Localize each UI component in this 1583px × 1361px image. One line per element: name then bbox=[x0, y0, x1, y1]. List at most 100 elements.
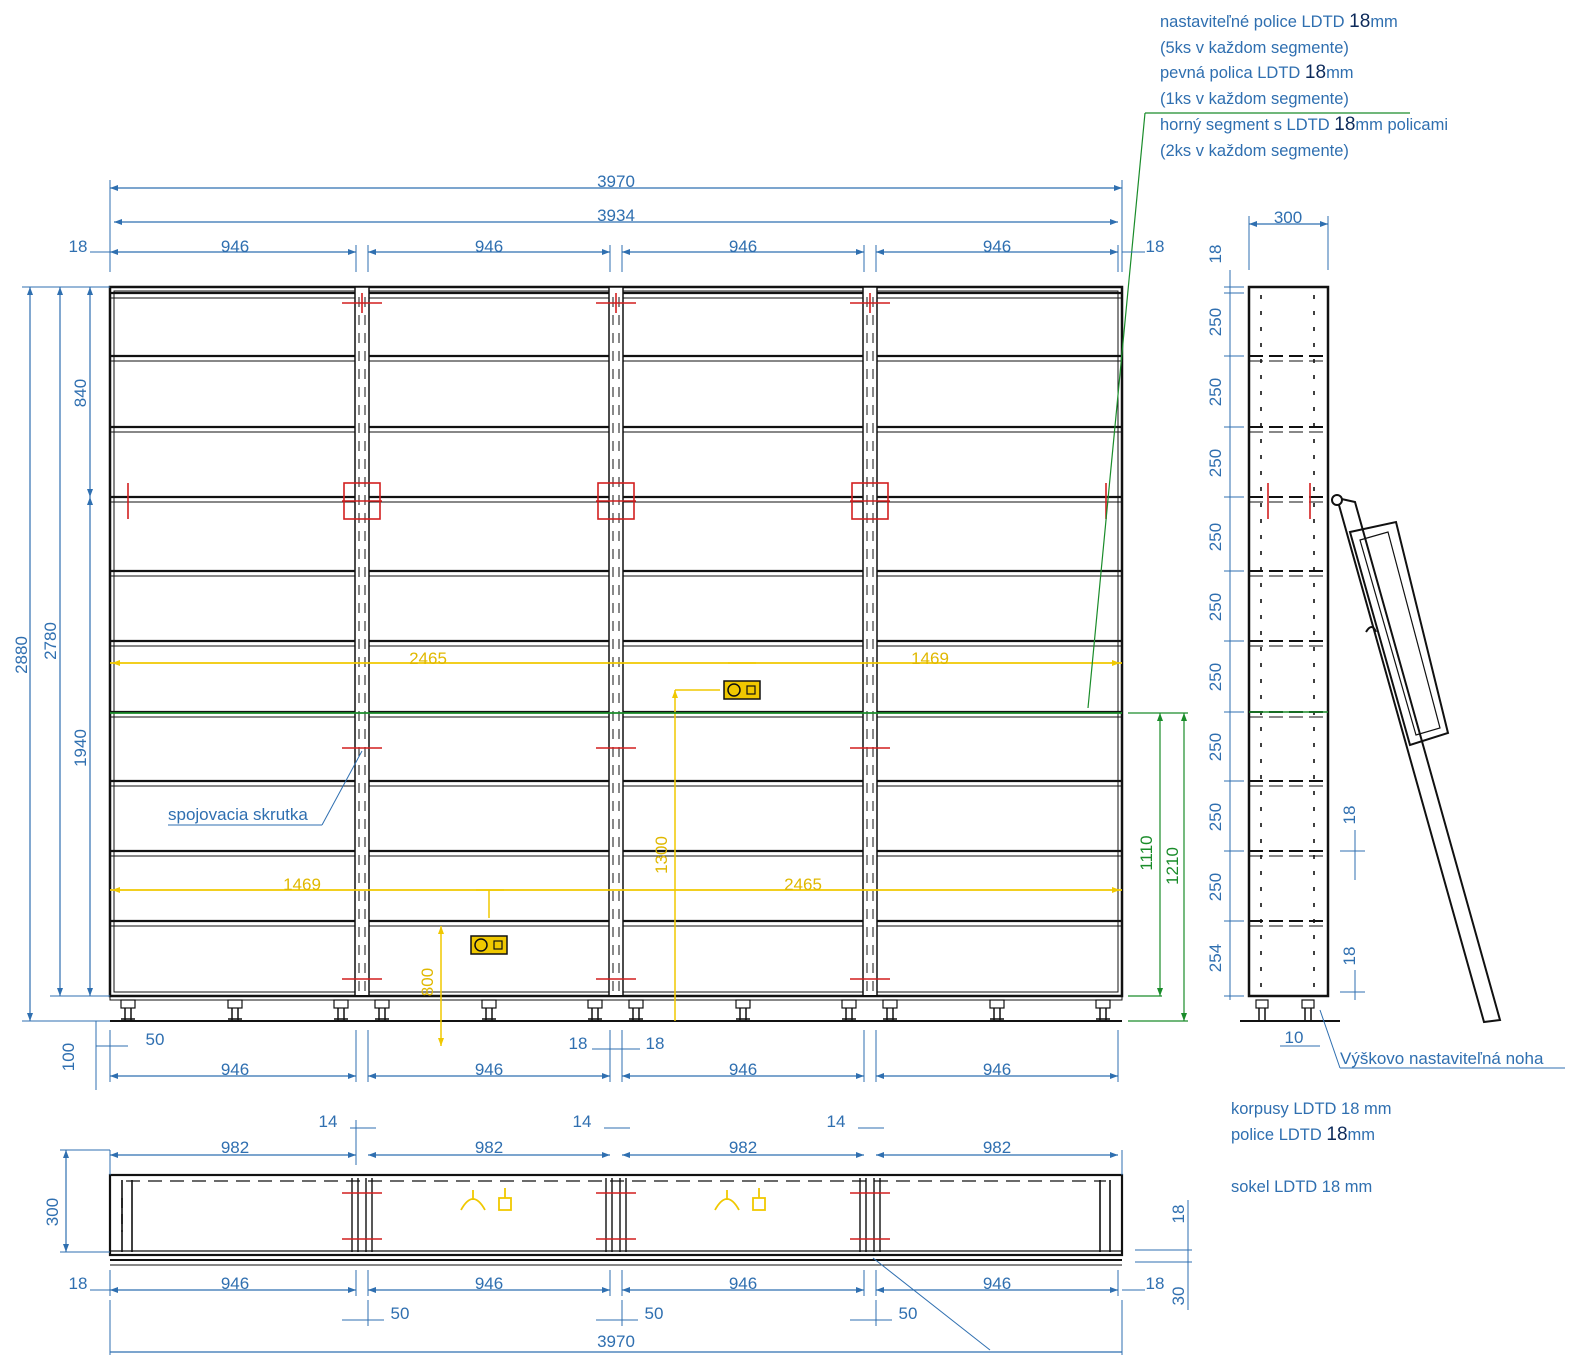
dim-side-right: 18 bbox=[1146, 237, 1165, 256]
leg-top-1 bbox=[227, 999, 243, 1009]
yellow-arrow bbox=[112, 887, 120, 893]
note-unit: mm bbox=[1370, 13, 1398, 31]
side-leg bbox=[1301, 999, 1315, 1009]
plan-offset-1: 50 bbox=[391, 1304, 410, 1323]
note-text: (5ks v každom segmente) bbox=[1160, 39, 1349, 57]
dim-height-total: 2880 bbox=[12, 636, 31, 674]
socket-upper-circle bbox=[727, 683, 741, 697]
green-leader bbox=[1087, 112, 1146, 709]
dim-arrow bbox=[602, 1073, 610, 1079]
side-pitch-5: 250 bbox=[1206, 593, 1225, 621]
dim-arrow bbox=[622, 1287, 630, 1293]
dim-arrow bbox=[1181, 713, 1187, 721]
note-num: 18 bbox=[1304, 62, 1327, 83]
leg-top-9 bbox=[882, 999, 898, 1009]
note-unit: mm bbox=[1347, 1126, 1376, 1144]
dim-arrow bbox=[110, 1152, 118, 1158]
leg-label: Výškovo nastaviteľná noha bbox=[1340, 1049, 1544, 1068]
note-unit: mm policami bbox=[1355, 116, 1448, 134]
plinth bbox=[109, 995, 1123, 1001]
side-pitch-4: 250 bbox=[1206, 523, 1225, 551]
drawing-geometry bbox=[22, 112, 1565, 1355]
note-top-segment: horný segment s LDTD 18mm policami bbox=[1160, 112, 1448, 138]
plan-leader bbox=[872, 1257, 991, 1351]
leg-leader bbox=[1319, 1009, 1341, 1069]
side-leg-offset: 10 bbox=[1285, 1028, 1304, 1047]
side-pitch-2: 250 bbox=[1206, 378, 1225, 406]
leg-top-5 bbox=[587, 999, 603, 1009]
dim-arrow bbox=[348, 249, 356, 255]
note-top-count: (2ks v každom segmente) bbox=[1160, 138, 1349, 164]
note-adjustable-shelves: nastaviteľné police LDTD 18mm bbox=[1160, 9, 1398, 35]
leg-top-2 bbox=[333, 999, 349, 1009]
side-pitch-7: 250 bbox=[1206, 733, 1225, 761]
dim-arrow bbox=[1320, 221, 1328, 227]
dim-arrow bbox=[602, 249, 610, 255]
dim-height-lower: 1940 bbox=[71, 729, 90, 767]
dim-bottom-seg-2: 946 bbox=[475, 1060, 503, 1079]
yellow-span-d: 2465 bbox=[784, 875, 822, 894]
ladder-rail bbox=[1335, 496, 1502, 1024]
dim-arrow bbox=[87, 497, 93, 505]
dim-bottom-seg-3: 946 bbox=[729, 1060, 757, 1079]
dim-plinth-offset: 50 bbox=[146, 1030, 165, 1049]
note-text: horný segment s LDTD bbox=[1160, 116, 1330, 134]
plan-inner-2: 946 bbox=[475, 1274, 503, 1293]
leg-top-10 bbox=[989, 999, 1005, 1009]
dim-segment-3: 946 bbox=[729, 237, 757, 256]
dim-arrow bbox=[1110, 1152, 1118, 1158]
dim-arrow bbox=[622, 249, 630, 255]
dim-arrow bbox=[57, 287, 63, 295]
plan-depth: 300 bbox=[43, 1198, 62, 1226]
yellow-height-2: 800 bbox=[418, 968, 437, 996]
leg-top-7 bbox=[735, 999, 751, 1009]
dim-arrow bbox=[876, 1287, 884, 1293]
dim-arrow bbox=[1114, 185, 1122, 191]
dim-arrow bbox=[27, 287, 33, 295]
plan-fixture-0 bbox=[460, 1198, 486, 1211]
dim-arrow bbox=[348, 1073, 356, 1079]
yellow-arrow bbox=[438, 926, 444, 934]
dim-segment-1: 946 bbox=[221, 237, 249, 256]
dim-arrow bbox=[368, 1073, 376, 1079]
yellow-arrow bbox=[672, 690, 678, 698]
side-pitch-3: 250 bbox=[1206, 449, 1225, 477]
yellow-span-c: 1469 bbox=[283, 875, 321, 894]
note-text: (2ks v každom segmente) bbox=[1160, 142, 1349, 160]
plan-gap-2: 14 bbox=[573, 1112, 592, 1131]
plan-inner-4: 946 bbox=[983, 1274, 1011, 1293]
note-text: nastaviteľné police LDTD bbox=[1160, 13, 1345, 31]
dim-arrow bbox=[114, 219, 122, 225]
dim-arrow bbox=[1157, 988, 1163, 996]
side-pitch-9: 250 bbox=[1206, 873, 1225, 901]
dim-total-outer: 3970 bbox=[597, 172, 635, 191]
dim-arrow bbox=[63, 1244, 69, 1252]
dim-arrow bbox=[876, 249, 884, 255]
plan-offset-2: 50 bbox=[645, 1304, 664, 1323]
side-thk-2: 18 bbox=[1340, 947, 1359, 966]
dim-arrow bbox=[110, 249, 118, 255]
green-height-1: 1110 bbox=[1137, 835, 1156, 870]
dim-arrow bbox=[87, 489, 93, 497]
plan-module-3: 982 bbox=[729, 1138, 757, 1157]
yellow-arrow bbox=[1112, 660, 1120, 666]
socket-lower-port bbox=[493, 940, 503, 950]
dim-arrow bbox=[602, 1287, 610, 1293]
yellow-span-a: 2465 bbox=[409, 649, 447, 668]
note-num: 18 bbox=[1349, 11, 1371, 32]
dim-arrow bbox=[87, 287, 93, 295]
yellow-arrow bbox=[438, 1038, 444, 1046]
leg-top-0 bbox=[120, 999, 136, 1009]
yellow-arrow bbox=[1112, 887, 1120, 893]
dim-arrow bbox=[63, 1150, 69, 1158]
dim-arrow bbox=[368, 1287, 376, 1293]
note-adjustable-count: (5ks v každom segmente) bbox=[1160, 35, 1349, 61]
dim-height-upper: 840 bbox=[71, 379, 90, 407]
side-top: 18 bbox=[1206, 245, 1225, 264]
ladder-frame bbox=[1348, 520, 1450, 747]
plan-offset-3: 50 bbox=[899, 1304, 918, 1323]
dim-arrow bbox=[622, 1152, 630, 1158]
dim-arrow bbox=[1249, 221, 1257, 227]
leg-top-3 bbox=[374, 999, 390, 1009]
